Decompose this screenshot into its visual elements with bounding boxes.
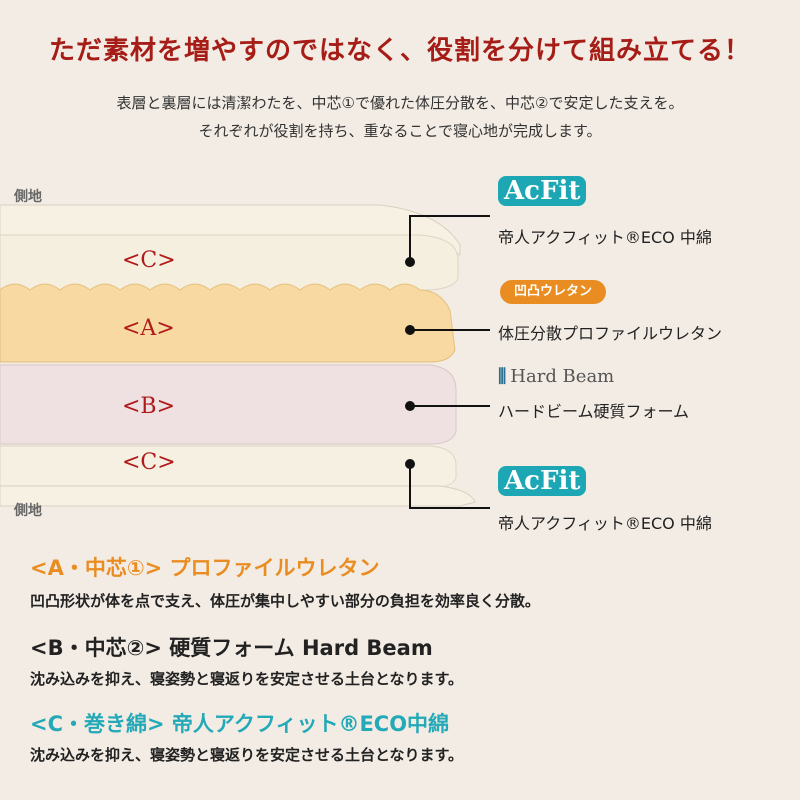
subtext-line-2: それぞれが役割を持ち、重なることで寝心地が完成します。 bbox=[198, 122, 602, 140]
layer-name-b: ハードビーム硬質フォーム bbox=[498, 402, 690, 421]
layer-label-a: <A> bbox=[122, 316, 175, 341]
section-c-title: <C・巻き綿> 帝人アクフィット®ECO中綿 bbox=[30, 712, 450, 736]
section-a-title: <A・中芯①> プロファイルウレタン bbox=[30, 556, 380, 580]
acfit-logo-bottom: AcFit bbox=[498, 466, 587, 496]
subtext-line-1: 表層と裏層には清潔わたを、中芯①で優れた体圧分散を、中芯②で安定した支えを。 bbox=[116, 94, 684, 112]
layer-c-top bbox=[0, 234, 459, 291]
connector-dot-c-bottom bbox=[405, 459, 415, 469]
acfit-logo-top: AcFit bbox=[498, 176, 587, 206]
section-b-title: <B・中芯②> 硬質フォーム Hard Beam bbox=[30, 636, 433, 660]
side-label-top: 側地 bbox=[14, 189, 42, 205]
layer-name-c-top: 帝人アクフィット®ECO 中綿 bbox=[498, 228, 712, 247]
section-b-desc: 沈み込みを抑え、寝姿勢と寝返りを安定させる土台となります。 bbox=[30, 670, 464, 688]
headline: ただ素材を増やすのではなく、役割を分けて組み立てる！ bbox=[48, 36, 751, 66]
urethane-badge: 凹凸ウレタン bbox=[500, 280, 607, 304]
side-label-bottom: 側地 bbox=[14, 503, 42, 519]
hard-beam-mark-icon: ⫼ bbox=[498, 366, 507, 387]
mattress-illustration bbox=[0, 204, 490, 509]
layer-label-c-bottom: <C> bbox=[122, 450, 176, 475]
hard-beam-logo: ⫼ Hard Beam bbox=[498, 366, 614, 387]
hard-beam-logo-text: Hard Beam bbox=[510, 366, 615, 387]
section-c-desc: 沈み込みを抑え、寝姿勢と寝返りを安定させる土台となります。 bbox=[30, 746, 464, 764]
layer-c-bottom bbox=[0, 445, 457, 489]
layer-name-a: 体圧分散プロファイルウレタン bbox=[498, 324, 723, 343]
connector-dot-b bbox=[405, 401, 415, 411]
layer-label-b: <B> bbox=[122, 394, 176, 419]
layer-a-urethane bbox=[0, 283, 456, 363]
connector-dot-a bbox=[405, 325, 415, 335]
connector-dot-c-top bbox=[405, 257, 415, 267]
section-a-desc: 凹凸形状が体を点で支え、体圧が集中しやすい部分の負担を効率良く分散。 bbox=[30, 592, 540, 610]
layer-b-hardbeam bbox=[0, 364, 457, 445]
layer-name-c-bottom: 帝人アクフィット®ECO 中綿 bbox=[498, 514, 712, 533]
layer-label-c-top: <C> bbox=[122, 248, 176, 273]
bottom-cover-layer bbox=[0, 485, 476, 507]
